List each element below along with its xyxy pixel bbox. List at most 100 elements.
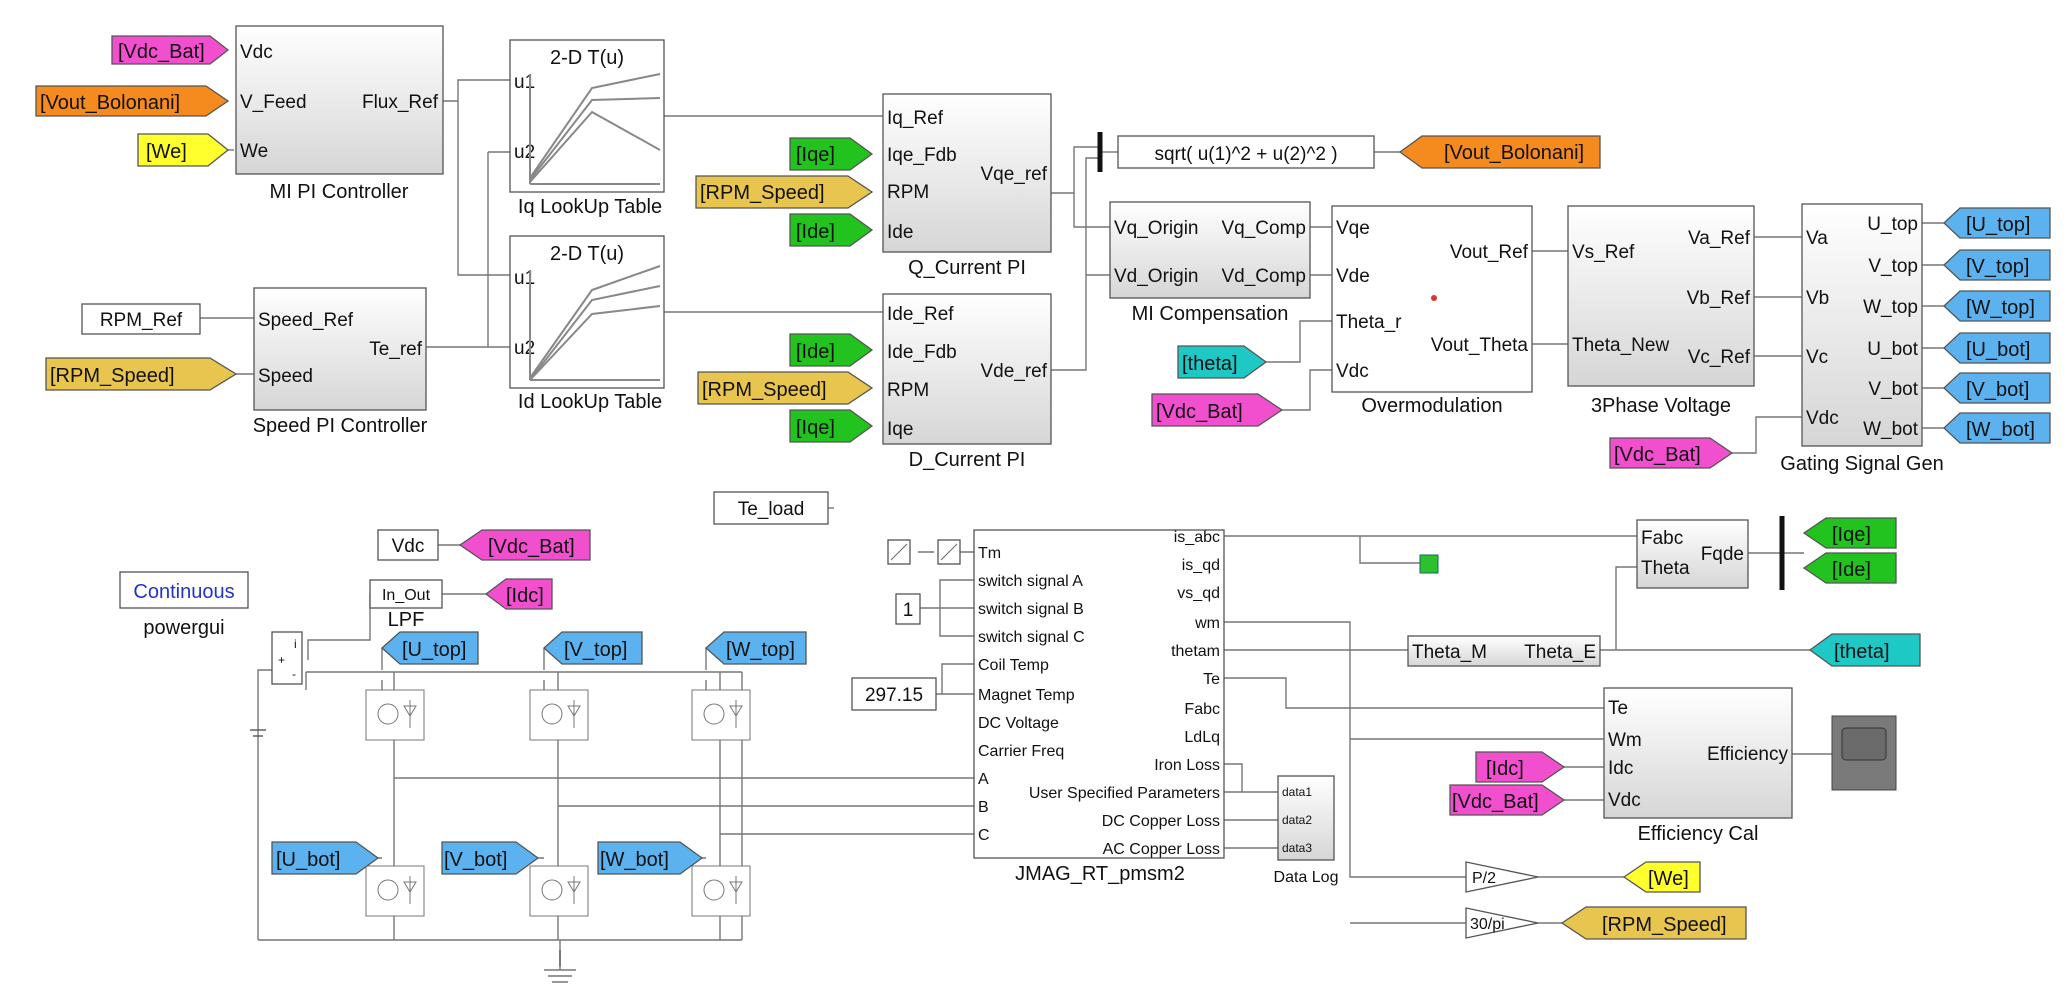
goto-tag-we[interactable]: [We] [1622,861,1701,893]
dc-source-icon [250,729,266,737]
efficiency-cal-block[interactable]: Te Wm Idc Vdc Efficiency Efficiency Cal [1603,687,1793,845]
jmag-port-switch-a: switch signal A [978,573,1083,590]
goto-tag-iqe-label: [Iqe] [1832,524,1871,546]
from-tag-vdc-bat-eff[interactable]: [Vdc_Bat] [1449,784,1566,816]
goto-tag-idc[interactable]: [Idc] [484,578,553,610]
vdc-const-block[interactable]: Vdc [377,529,439,561]
jmag-rt-pmsm2[interactable]: Tm switch signal A switch signal B switc… [973,529,1225,885]
from-tag-iqe-q-label: [Iqe] [796,144,835,166]
fabc-to-fqde-block[interactable]: Fabc Theta Fqde [1636,519,1749,589]
from-tag-theta-overmod[interactable]: [theta] [1177,345,1268,379]
const-temp-block[interactable]: 297.15 [851,677,937,711]
from-tag-v-bot[interactable]: [V_bot] [441,841,540,875]
goto-tag-iqe[interactable]: [Iqe] [1802,517,1897,549]
from-tag-we[interactable]: [We] [137,133,230,167]
goto-tag-u-top[interactable]: [U_top] [1943,207,2051,239]
goto-tag-vout-bolonani[interactable]: [Vout_Bolonani] [1398,135,1601,169]
speed-pi-controller[interactable]: Speed_Ref Speed Te_ref Speed PI Controll… [253,287,428,437]
current-measurement[interactable]: i + - [271,631,303,685]
goto-tag-w-top[interactable]: [W_top] [1943,290,2051,322]
gain-p2-block[interactable]: P/2 [1465,861,1539,893]
from-tag-vdc-bat-top[interactable]: [Vdc_Bat] [111,35,230,65]
goto-tag-v-top-label: [V_top] [1966,256,2029,278]
from-tag-vdc-bat-gating-label: [Vdc_Bat] [1614,444,1701,466]
tm-input-blocks[interactable] [887,539,961,565]
gain-30pi-value: 30/pi [1470,916,1505,933]
fabc-fqde-port-fqde: Fqde [1701,544,1744,565]
from-tag-vdc-bat-gating[interactable]: [Vdc_Bat] [1609,437,1734,469]
from-tag-idc-eff[interactable]: [Idc] [1475,751,1566,783]
id-lut-port-u1: u1 [514,268,535,289]
iq-lut-title: Iq LookUp Table [518,196,662,218]
mi-compensation[interactable]: Vq_Origin Vd_Origin Vq_Comp Vd_Comp MI C… [1109,201,1311,325]
mi-pi-controller[interactable]: Vdc V_Feed We Flux_Ref MI PI Controller [235,25,444,203]
from-tag-v-top[interactable]: [V_top] [543,631,643,665]
overmodulation[interactable]: Vqe Vde Theta_r Vdc Vout_Ref Vout_Theta … [1331,205,1533,417]
gating-signal-gen[interactable]: Va Vb Vc Vdc U_top V_top W_top U_bot V_b… [1780,203,1944,475]
from-tag-rpm-speed-left[interactable]: [RPM_Speed] [45,357,238,391]
datalog-port-data1: data1 [1282,785,1312,799]
from-tag-iqe-d[interactable]: [Iqe] [789,409,874,443]
q-current-pi[interactable]: Iq_Ref Iqe_Fdb RPM Ide Vqe_ref Q_Current… [882,93,1052,279]
overmod-port-vqe: Vqe [1336,218,1370,239]
d-current-pi[interactable]: Ide_Ref Ide_Fdb RPM Iqe Vde_ref D_Curren… [882,293,1052,471]
datalog-port-data2: data2 [1282,813,1312,827]
te-load-block[interactable]: Te_load [713,491,829,525]
eff-cal-port-te: Te [1608,698,1628,719]
jmag-port-ac-copper-loss: AC Copper Loss [1103,841,1220,858]
from-tag-vdc-bat-eff-label: [Vdc_Bat] [1452,791,1539,813]
id-lut-name: 2-D T(u) [550,243,624,265]
rpm-ref-block[interactable]: RPM_Ref [81,303,201,335]
jmag-port-wm: wm [1194,615,1220,632]
from-tag-w-bot[interactable]: [W_bot] [597,841,704,875]
goto-tag-u-bot[interactable]: [U_bot] [1943,332,2051,364]
jmag-port-dc-voltage: DC Voltage [978,715,1059,732]
lpf-ports: In_Out [382,587,431,604]
terminator-block[interactable] [1419,554,1439,574]
sqrt-fcn-block[interactable]: sqrt( u(1)^2 + u(2)^2 ) [1117,135,1375,169]
three-phase-voltage[interactable]: Vs_Ref Theta_New Va_Ref Vb_Ref Vc_Ref 3P… [1567,205,1755,417]
id-lut-graph-icon [529,265,661,381]
speed-pi-port-speed: Speed [258,366,313,387]
q-pi-port-iqref: Iq_Ref [887,108,944,129]
goto-tag-w-bot[interactable]: [W_bot] [1943,412,2051,444]
powergui-block[interactable]: Continuous powergui [119,571,249,639]
goto-tag-idc-label: [Idc] [506,585,544,607]
from-tag-vout-bolonani[interactable]: [Vout_Bolonani] [35,85,230,117]
d-pi-port-vderef: Vde_ref [980,361,1047,382]
speed-pi-title: Speed PI Controller [253,415,428,437]
goto-tag-rpm-speed[interactable]: [RPM_Speed] [1560,906,1747,940]
gain-30pi-block[interactable]: 30/pi [1465,907,1539,939]
goto-tag-v-top[interactable]: [V_top] [1943,249,2051,281]
goto-tag-vdc-bat-lower[interactable]: [Vdc_Bat] [458,529,591,561]
overmod-title: Overmodulation [1361,395,1502,417]
from-tag-rpm-speed-q[interactable]: [RPM_Speed] [695,175,874,209]
const-one-block[interactable]: 1 [895,593,921,625]
from-tag-iqe-q[interactable]: [Iqe] [789,137,874,171]
eff-cal-port-efficiency: Efficiency [1707,744,1788,765]
goto-tag-ide[interactable]: [Ide] [1802,552,1897,584]
scope-block[interactable] [1831,715,1897,791]
from-tag-vdc-bat-overmod[interactable]: [Vdc_Bat] [1151,393,1284,427]
overmod-marker-icon [1431,295,1437,301]
from-tag-u-bot[interactable]: [U_bot] [271,841,380,875]
goto-tag-theta[interactable]: [theta] [1808,633,1921,667]
from-tag-u-top[interactable]: [U_top] [381,631,479,665]
gating-port-ubot: U_bot [1867,339,1918,360]
from-tag-w-top[interactable]: [W_top] [705,631,807,665]
theta-conversion-block[interactable]: Theta_M Theta_E [1407,635,1601,667]
data-log-block[interactable]: data1 data2 data3 Data Log [1274,775,1339,886]
from-tag-vout-bolonani-label: [Vout_Bolonani] [40,92,180,114]
mi-comp-port-vqcomp: Vq_Comp [1222,218,1307,239]
from-tag-rpm-speed-d[interactable]: [RPM_Speed] [697,371,874,405]
id-lookup-table[interactable]: 2-D T(u) u1 u2 Id LookUp Table [509,235,665,413]
eff-cal-port-idc: Idc [1608,758,1633,779]
from-tag-w-top-label: [W_top] [726,639,795,661]
lpf-block[interactable]: In_Out LPF [369,579,443,631]
lpf-title: LPF [388,609,425,631]
goto-tag-v-bot[interactable]: [V_bot] [1943,372,2051,404]
from-tag-ide-d[interactable]: [Ide] [789,333,874,367]
mi-pi-port-fluxref: Flux_Ref [362,92,439,113]
from-tag-ide-q[interactable]: [Ide] [789,213,874,247]
iq-lookup-table[interactable]: 2-D T(u) u1 u2 Iq LookUp Table [509,39,665,218]
